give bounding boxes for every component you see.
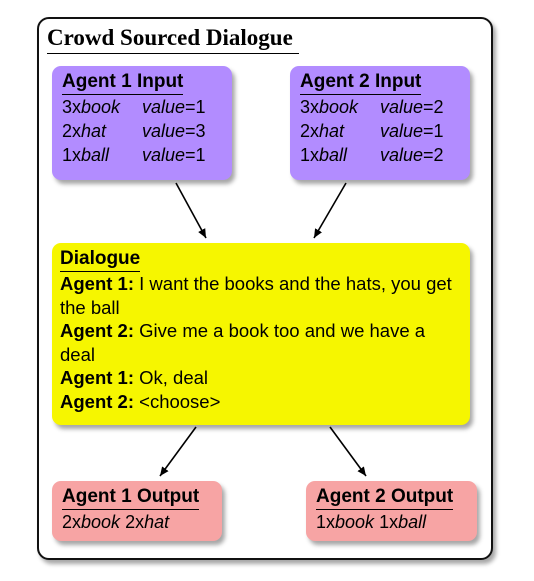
agent1-input-title: Agent 1 Input [62, 70, 184, 95]
arrow-dialogue-to-agent1-output [159, 426, 197, 477]
diagram-title: Crowd Sourced Dialogue [47, 24, 299, 54]
speaker-label: Agent 2: [60, 390, 134, 412]
dialogue-turn: Agent 2: <choose> [60, 390, 221, 412]
speaker-label: Agent 1: [60, 273, 134, 294]
dialogue-turn: Agent 1: I want the books and the hats, … [60, 273, 452, 318]
arrow-dialogue-to-agent2-output [329, 426, 367, 477]
agent2-output-title: Agent 2 Output [316, 485, 454, 510]
arrow-agent2-input-to-dialogue [313, 182, 347, 239]
dialogue-turn: Agent 2: Give me a book too and we have … [60, 320, 426, 365]
speaker-label: Agent 1: [60, 367, 134, 388]
agent1-output-title: Agent 1 Output [62, 485, 200, 510]
arrow-agent1-input-to-dialogue [175, 182, 207, 239]
speaker-label: Agent 2: [60, 320, 134, 341]
dialogue-turn: Agent 1: Ok, deal [60, 367, 209, 388]
dialogue-box: Dialogue Agent 1: I want the books and t… [52, 243, 470, 425]
agent2-input-title: Agent 2 Input [300, 70, 422, 95]
agent1-output-items: 2xbook 2xhat [62, 512, 170, 532]
dialogue-title: Dialogue [60, 247, 141, 272]
agent2-output-items: 1xbook 1xball [316, 512, 427, 532]
agent2-output-box: Agent 2 Output 1xbook 1xball [306, 481, 477, 541]
agent1-output-box: Agent 1 Output 2xbook 2xhat [52, 481, 222, 541]
